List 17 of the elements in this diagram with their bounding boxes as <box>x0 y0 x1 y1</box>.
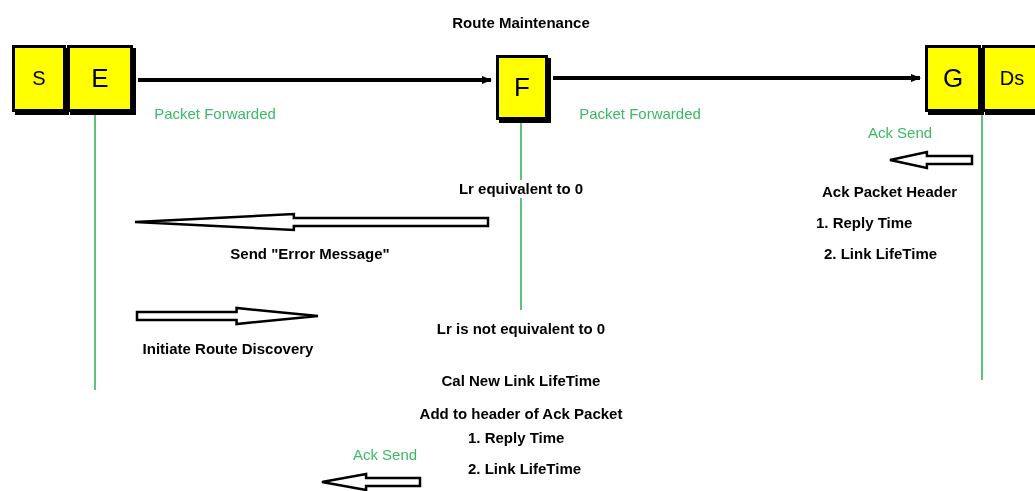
annotation-text: Initiate Route Discovery <box>140 340 316 358</box>
annotation-text: 1. Reply Time <box>466 429 567 447</box>
annotation-text: Send "Error Message" <box>228 245 392 263</box>
annotation-text: Lr is not equivalent to 0 <box>434 320 608 338</box>
annotation-text: 1. Reply Time <box>814 214 915 232</box>
node-box <box>496 55 548 120</box>
node-label: F <box>514 72 530 103</box>
node-label: G <box>942 63 964 94</box>
arrow <box>138 76 492 84</box>
node-box <box>67 45 133 112</box>
arrow <box>553 74 921 82</box>
node-label: Ds <box>999 67 1025 90</box>
node-box <box>982 45 1035 112</box>
node-label: E <box>91 63 109 94</box>
node-box <box>12 45 66 112</box>
node-label: S <box>32 67 46 90</box>
node-box <box>925 45 981 112</box>
